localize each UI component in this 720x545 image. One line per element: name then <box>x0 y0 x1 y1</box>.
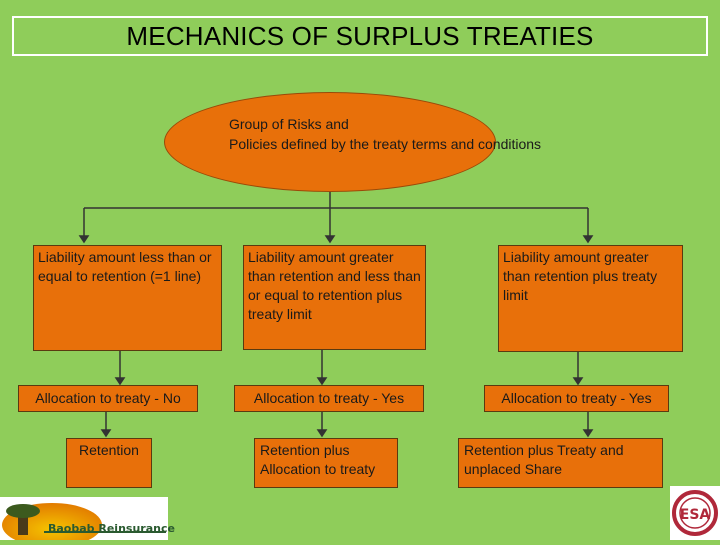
title-frame: MECHANICS OF SURPLUS TREATIES <box>12 16 708 56</box>
condition-box-right: Liability amount greater than retention … <box>498 245 683 352</box>
allocation-text-mid: Allocation to treaty - Yes <box>253 390 405 406</box>
allocation-box-right: Allocation to treaty - Yes <box>484 385 669 412</box>
baobab-tree-icon <box>2 503 166 545</box>
esa-logo: ESA <box>670 486 720 540</box>
allocation-box-left: Allocation to treaty - No <box>18 385 198 412</box>
page-title: MECHANICS OF SURPLUS TREATIES <box>126 20 594 51</box>
arrow-right-2 <box>572 377 584 386</box>
root-label-line2: Policies defined by the treaty terms and… <box>229 136 542 152</box>
condition-text-mid: Liability amount greater than retention … <box>248 249 421 322</box>
arrow-left-3 <box>100 429 112 438</box>
result-text-right: Retention plus Treaty and unplaced Share <box>464 442 624 477</box>
arrow-left-2 <box>114 377 126 386</box>
root-ellipse <box>164 92 496 192</box>
arrow-mid-2 <box>316 377 328 386</box>
allocation-text-left: Allocation to treaty - No <box>35 390 181 406</box>
result-text-left: Retention <box>79 442 139 458</box>
arrow-right-3 <box>582 429 594 438</box>
baobab-logo-text: Baobab Reinsurance <box>48 522 175 535</box>
root-label: Group of Risks and Policies defined by t… <box>229 114 589 154</box>
arrow-left-1 <box>78 235 90 244</box>
condition-text-right: Liability amount greater than retention … <box>503 249 658 303</box>
arrow-mid-1 <box>324 235 336 244</box>
arrow-mid-3 <box>316 429 328 438</box>
result-text-mid: Retention plus Allocation to treaty <box>260 442 376 477</box>
allocation-text-right: Allocation to treaty - Yes <box>501 390 652 406</box>
baobab-logo: Baobab Reinsurance <box>0 497 175 545</box>
allocation-box-mid: Allocation to treaty - Yes <box>234 385 424 412</box>
condition-text-left: Liability amount less than or equal to r… <box>38 249 212 284</box>
condition-box-left: Liability amount less than or equal to r… <box>33 245 222 351</box>
result-box-left: Retention <box>66 438 152 488</box>
result-box-mid: Retention plus Allocation to treaty <box>254 438 398 488</box>
condition-box-mid: Liability amount greater than retention … <box>243 245 426 350</box>
root-label-line1: Group of Risks and <box>229 116 349 132</box>
result-box-right: Retention plus Treaty and unplaced Share <box>458 438 663 488</box>
arrow-right-1 <box>582 235 594 244</box>
esa-emblem-icon: ESA <box>672 490 718 536</box>
svg-text:ESA: ESA <box>680 507 711 523</box>
